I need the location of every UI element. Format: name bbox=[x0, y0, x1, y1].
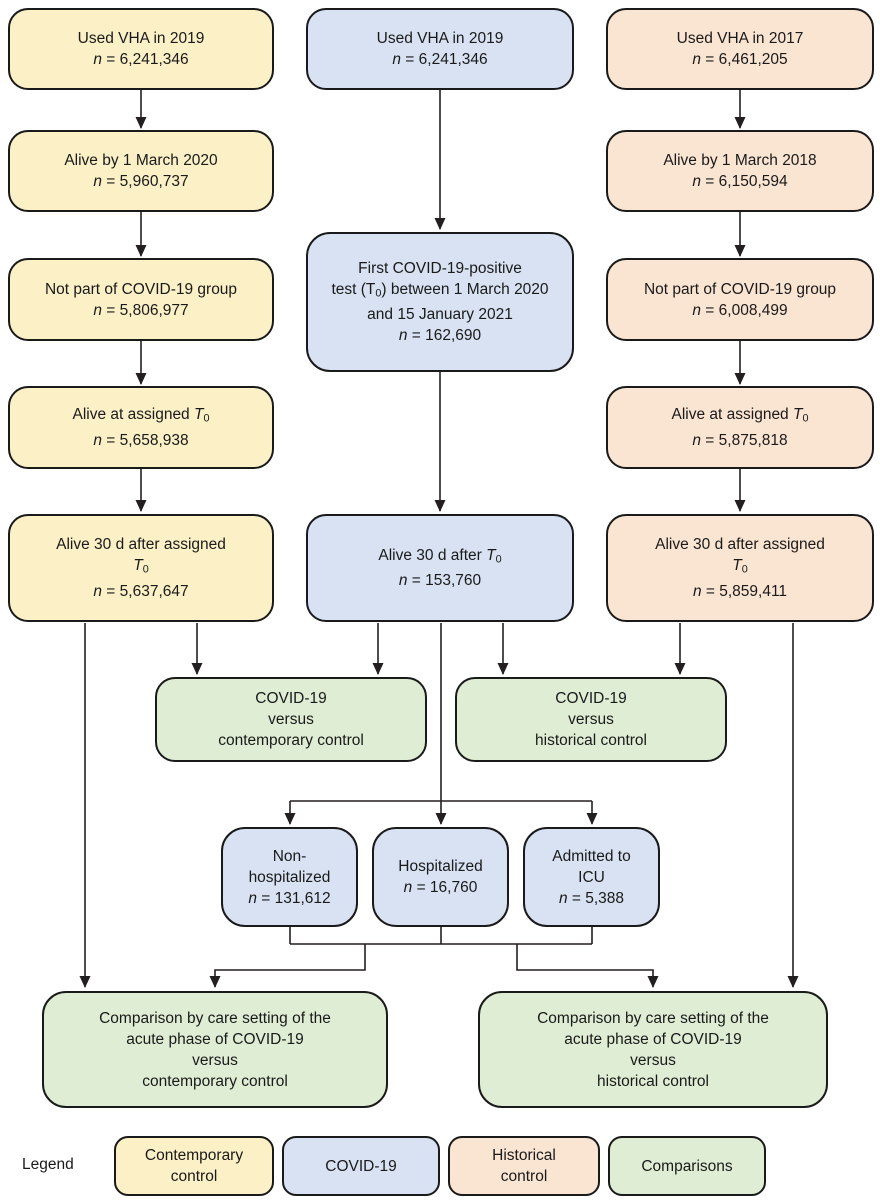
legend-item-comparisons: Comparisons bbox=[608, 1136, 766, 1196]
legend-item-covid-19: COVID-19 bbox=[282, 1136, 440, 1196]
legend-label: Legend bbox=[22, 1156, 74, 1173]
